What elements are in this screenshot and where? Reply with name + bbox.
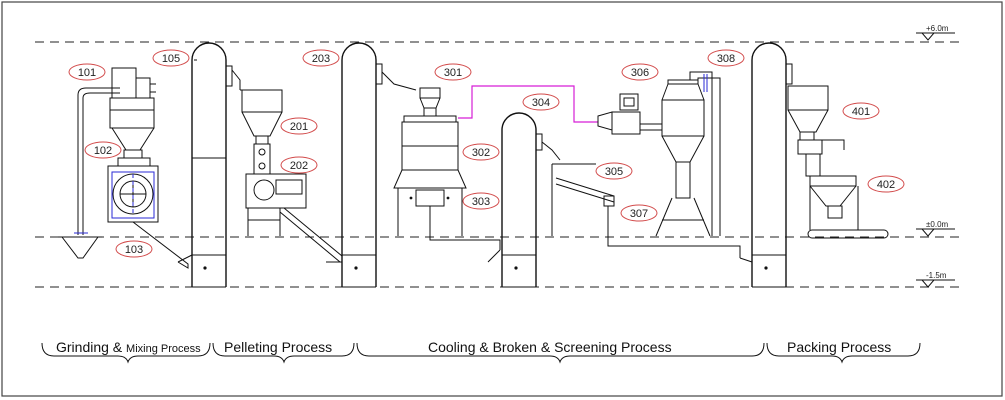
bucket-elevator-203 bbox=[341, 42, 417, 288]
bucket-elevator-105 bbox=[177, 42, 241, 288]
tag-103-text: 103 bbox=[125, 244, 143, 256]
tag-103: 103 bbox=[115, 240, 153, 258]
tag-302-text: 302 bbox=[472, 147, 490, 159]
tag-201: 201 bbox=[280, 117, 318, 135]
tag-101: 101 bbox=[68, 63, 106, 81]
tag-401: 401 bbox=[842, 102, 880, 120]
tag-105: 105 bbox=[152, 49, 190, 67]
tag-402: 402 bbox=[867, 175, 905, 193]
packing-section bbox=[787, 85, 889, 239]
tag-102-text: 102 bbox=[94, 145, 112, 157]
tag-306-text: 306 bbox=[631, 67, 649, 79]
screener-305 bbox=[551, 163, 741, 258]
tag-303: 303 bbox=[462, 192, 500, 210]
level-label-pit: -1.5m bbox=[926, 271, 947, 280]
tag-302: 302 bbox=[462, 143, 500, 161]
tag-305-text: 305 bbox=[605, 166, 623, 178]
tag-202-text: 202 bbox=[290, 160, 308, 172]
brace-cooling: Cooling & Broken & Screening Process bbox=[356, 339, 765, 364]
grinding-section bbox=[58, 67, 189, 269]
tag-308: 308 bbox=[707, 49, 745, 67]
tag-306: 306 bbox=[621, 63, 659, 81]
pelleting-section bbox=[240, 89, 343, 263]
tag-203: 203 bbox=[302, 49, 340, 67]
bucket-elevator-304 bbox=[487, 112, 561, 288]
level-marker-top: +6.0m bbox=[916, 24, 955, 41]
process-label-pelleting: Pelleting Process bbox=[224, 339, 332, 355]
process-label-grinding: Grinding & Mixing Process bbox=[56, 339, 201, 355]
tag-203-text: 203 bbox=[312, 53, 330, 65]
tag-307: 307 bbox=[620, 204, 658, 222]
level-label-top: +6.0m bbox=[926, 24, 949, 33]
tag-303-text: 303 bbox=[472, 196, 490, 208]
tag-301: 301 bbox=[434, 63, 472, 81]
process-label-packing: Packing Process bbox=[787, 339, 891, 355]
tag-304: 304 bbox=[522, 93, 560, 111]
tag-402-text: 402 bbox=[877, 179, 895, 191]
tag-202: 202 bbox=[280, 156, 318, 174]
bucket-elevator-401 bbox=[739, 42, 793, 288]
brace-pelleting: Pelleting Process bbox=[212, 339, 355, 364]
tag-307-text: 307 bbox=[630, 208, 648, 220]
brace-packing: Packing Process bbox=[766, 339, 921, 364]
tag-401-text: 401 bbox=[852, 106, 870, 118]
cooling-section bbox=[393, 87, 501, 250]
level-marker-pit: -1.5m bbox=[916, 271, 955, 288]
tag-308-text: 308 bbox=[717, 53, 735, 65]
brace-grinding: Grinding & Mixing Process bbox=[41, 339, 211, 364]
tag-201-text: 201 bbox=[290, 121, 308, 133]
tag-101-text: 101 bbox=[78, 67, 96, 79]
tag-305: 305 bbox=[595, 162, 633, 180]
cyclone-307 bbox=[597, 79, 711, 237]
tag-304-text: 304 bbox=[532, 97, 550, 109]
tag-301-text: 301 bbox=[444, 67, 462, 79]
exhaust-duct-308 bbox=[689, 71, 721, 236]
tag-102: 102 bbox=[84, 141, 122, 159]
level-label-ground: ±0.0m bbox=[926, 220, 949, 229]
process-label-cooling: Cooling & Broken & Screening Process bbox=[428, 339, 672, 355]
level-marker-ground: ±0.0m bbox=[916, 220, 955, 237]
tag-105-text: 105 bbox=[162, 53, 180, 65]
air-duct bbox=[458, 85, 598, 123]
